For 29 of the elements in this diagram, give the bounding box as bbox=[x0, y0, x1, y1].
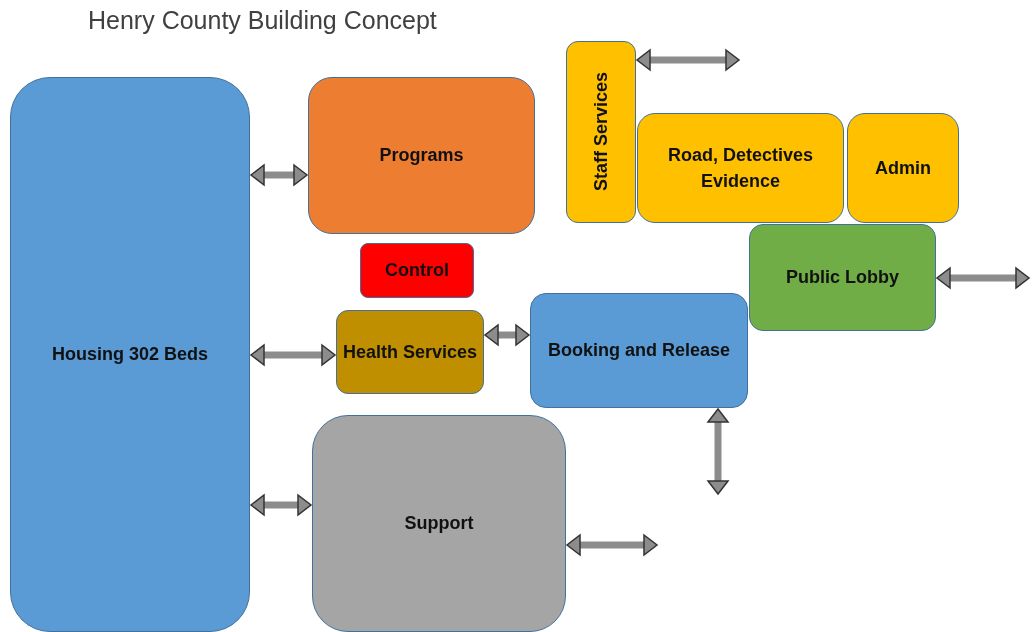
block-label: Booking and Release bbox=[547, 339, 731, 363]
booking-block bbox=[530, 293, 748, 408]
double-arrow bbox=[936, 267, 1030, 289]
block-label: Programs bbox=[379, 144, 464, 168]
support-block bbox=[312, 415, 566, 632]
double-arrow bbox=[566, 534, 658, 556]
double-arrow bbox=[636, 49, 740, 71]
block-label: Road, Detectives Evidence bbox=[666, 143, 815, 193]
lobby-block bbox=[749, 224, 936, 331]
block-label: Control bbox=[385, 259, 449, 283]
double-arrow bbox=[250, 344, 336, 366]
housing-block bbox=[10, 77, 250, 632]
office-block bbox=[847, 113, 959, 223]
staff-block bbox=[566, 41, 636, 223]
office-block bbox=[637, 113, 844, 223]
double-arrow bbox=[484, 324, 530, 346]
control-block bbox=[360, 243, 474, 298]
block-label: Admin bbox=[875, 156, 931, 180]
block-label: Support bbox=[404, 512, 474, 536]
block-label: Public Lobby bbox=[786, 266, 899, 290]
block-label: Staff Services bbox=[589, 72, 612, 192]
double-arrow bbox=[250, 164, 308, 186]
programs-block bbox=[308, 77, 535, 234]
diagram-title: Henry County Building Concept bbox=[88, 6, 437, 35]
health-block bbox=[336, 310, 484, 394]
double-arrow bbox=[707, 408, 729, 495]
block-label: Housing 302 Beds bbox=[51, 343, 208, 367]
double-arrow bbox=[250, 494, 312, 516]
block-label: Health Services bbox=[342, 340, 478, 364]
